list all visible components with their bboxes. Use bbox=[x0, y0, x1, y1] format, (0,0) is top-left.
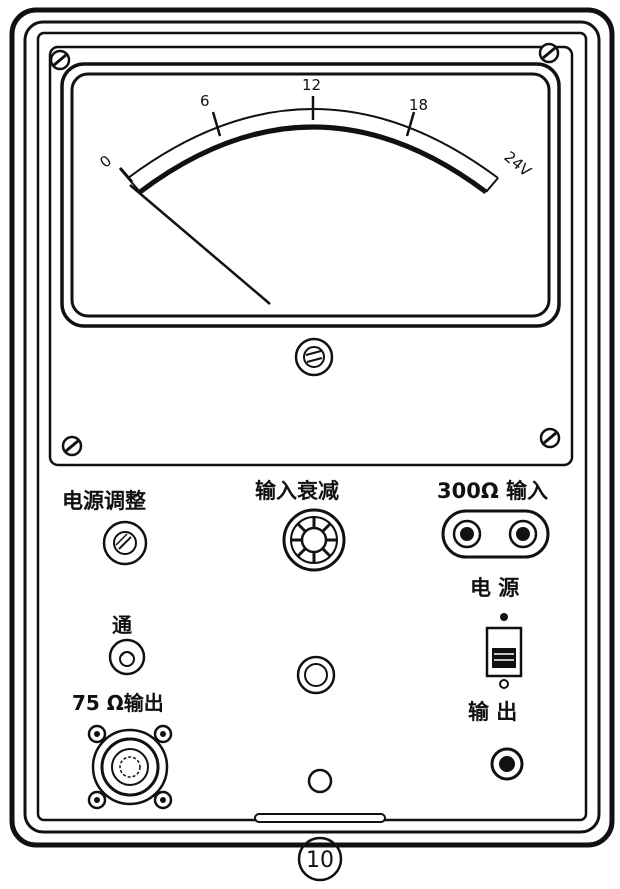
scale-label-24v: 24V bbox=[501, 148, 536, 181]
scale-label-6: 6 bbox=[200, 92, 210, 110]
tick-6 bbox=[211, 111, 222, 137]
label-input-300: 300Ω 输入 bbox=[437, 479, 548, 503]
bottom-slot bbox=[254, 813, 386, 823]
tick-18 bbox=[405, 111, 416, 137]
meter-window-outer bbox=[60, 62, 561, 328]
scale-label-0: 0 bbox=[96, 152, 115, 172]
bottom-round-button[interactable] bbox=[307, 768, 333, 794]
label-output: 输 出 bbox=[468, 700, 517, 724]
scale-label-18: 18 bbox=[409, 96, 428, 114]
screw-top-right bbox=[538, 42, 560, 64]
tick-0 bbox=[118, 167, 134, 183]
meter-scale-inner-arc bbox=[138, 124, 488, 194]
meter-window bbox=[70, 72, 551, 318]
meter-needle bbox=[129, 184, 271, 305]
center-round-button[interactable] bbox=[296, 655, 336, 695]
label-input-attenuation: 输入衰减 bbox=[255, 479, 339, 503]
inner-casing bbox=[23, 20, 601, 834]
input-attenuation-switch[interactable] bbox=[282, 508, 346, 572]
arc-end-right bbox=[485, 177, 499, 193]
label-power-on: 通 bbox=[112, 613, 132, 637]
input-jack-left[interactable] bbox=[452, 519, 482, 549]
screw-top-left bbox=[49, 49, 71, 71]
output-jack[interactable] bbox=[490, 747, 524, 781]
meter-bezel bbox=[48, 45, 574, 467]
figure-number-badge: 10 bbox=[297, 836, 343, 882]
label-output-75: 75 Ω输出 bbox=[72, 691, 164, 715]
power-slide-switch[interactable] bbox=[485, 626, 523, 678]
zero-adjust-screw[interactable] bbox=[294, 337, 334, 377]
label-power-adjust: 电源调整 bbox=[62, 489, 146, 513]
figure-number: 10 bbox=[306, 848, 334, 873]
screw-mid-right bbox=[539, 427, 561, 449]
input-300-terminals bbox=[441, 509, 550, 559]
label-power: 电 源 bbox=[470, 576, 519, 600]
outer-casing bbox=[9, 7, 615, 848]
power-indicator-lamp bbox=[500, 613, 508, 621]
power-toggle-switch[interactable] bbox=[108, 638, 146, 676]
screw-mid-left bbox=[61, 435, 83, 457]
scale-label-12: 12 bbox=[302, 76, 321, 94]
power-adjust-knob[interactable] bbox=[102, 520, 148, 566]
output-75-connector[interactable] bbox=[87, 724, 173, 810]
output-indicator-lamp bbox=[499, 679, 509, 689]
input-jack-right[interactable] bbox=[508, 519, 538, 549]
